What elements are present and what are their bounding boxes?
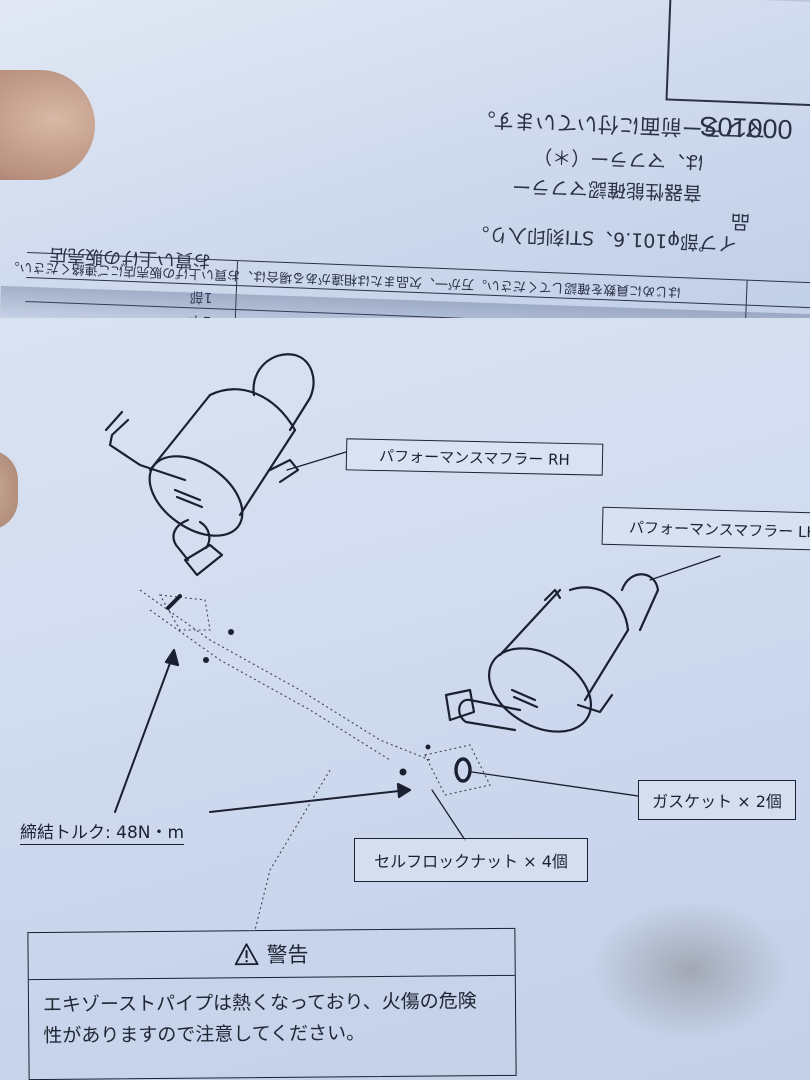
warning-line-2: 性がありますので注意してください。 — [43, 1022, 366, 1047]
warning-line-1: エキゾーストパイプは熱くなっており、火傷の危険 — [42, 990, 477, 1016]
warning-title: 警告 — [266, 942, 309, 968]
thumb — [0, 450, 18, 530]
muffler-lh-drawing — [444, 573, 660, 783]
warning-header: 警告 — [28, 928, 515, 981]
label-self-lock-nut: セルフロックナット × 4個 — [354, 838, 588, 882]
label-gasket-text: ガスケット × 2個 — [652, 792, 782, 811]
label-muffler-rh: パフォーマンスマフラー RH — [345, 438, 604, 476]
torque-spec: 締結トルク: 48N・m — [20, 818, 185, 845]
warning-triangle-icon — [234, 943, 259, 966]
finger — [0, 70, 95, 180]
warning-body: エキゾーストパイプは熱くなっており、火傷の危険 性がありますので注意してください… — [29, 976, 516, 1052]
label-muffler-lh: パフォーマンスマフラー LH — [601, 506, 810, 552]
label-muffler-lh-text: パフォーマンスマフラー LH — [628, 517, 810, 541]
label-self-lock-nut-text: セルフロックナット × 4個 — [374, 852, 568, 871]
warning-box: 警告 エキゾーストパイプは熱くなっており、火傷の危険 性がありますので注意してく… — [27, 927, 517, 1080]
label-muffler-rh-text: パフォーマンスマフラー RH — [378, 446, 571, 469]
paper-stain — [590, 900, 790, 1040]
muffler-rh-drawing — [104, 353, 315, 577]
label-gasket: ガスケット × 2個 — [638, 780, 796, 820]
